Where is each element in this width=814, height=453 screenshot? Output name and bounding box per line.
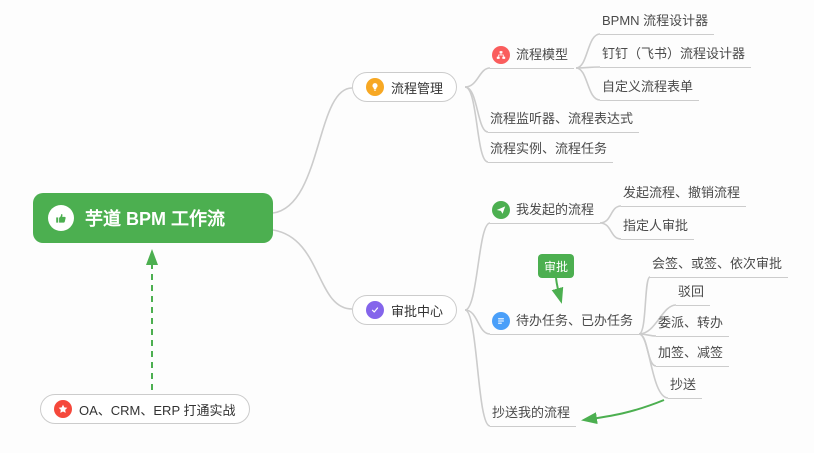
approval-check-icon [366,301,384,319]
node-cc[interactable]: 抄送 [668,376,703,399]
lightbulb-icon [366,78,384,96]
approval-arrow [551,277,564,304]
node-add-remove-sign[interactable]: 加签、减签 [656,344,730,367]
star-icon [54,400,72,418]
node-delegate-transfer[interactable]: 委派、转办 [656,314,730,337]
node-initiate-cancel[interactable]: 发起流程、撤销流程 [621,184,747,207]
node-todo-done[interactable]: 待办任务、已办任务 [490,312,640,335]
approval-badge: 审批 [538,254,574,278]
node-assignee-approval[interactable]: 指定人审批 [621,217,695,240]
node-label: 流程模型 [516,47,569,62]
node-label: 流程管理 [391,80,444,96]
node-bpmn-designer[interactable]: BPMN 流程设计器 [600,12,715,35]
node-reject[interactable]: 驳回 [676,283,711,306]
root-label: 芋道 BPM 工作流 [85,209,226,229]
node-instance-task[interactable]: 流程实例、流程任务 [488,140,614,163]
root-node[interactable]: 芋道 BPM 工作流 [33,193,273,243]
node-integration[interactable]: OA、CRM、ERP 打通实战 [40,394,250,424]
node-approval-center[interactable]: 审批中心 [352,295,458,325]
node-countersign[interactable]: 会签、或签、依次审批 [650,255,789,278]
node-my-initiated[interactable]: 我发起的流程 [490,201,601,224]
node-label: 待办任务、已办任务 [516,313,634,328]
flow-model-icon [492,46,510,64]
node-process-model[interactable]: 流程模型 [490,46,575,69]
task-list-icon [492,312,510,330]
node-dingtalk-designer[interactable]: 钉钉（飞书）流程设计器 [600,45,752,68]
node-process-management[interactable]: 流程管理 [352,72,458,102]
node-label: 我发起的流程 [516,202,595,217]
send-icon [492,201,510,219]
node-cc-my-process[interactable]: 抄送我的流程 [490,404,577,427]
node-custom-form[interactable]: 自定义流程表单 [600,78,700,101]
cc-arrow [581,399,665,425]
node-label: OA、CRM、ERP 打通实战 [79,402,236,418]
thumbs-up-icon [48,205,74,231]
node-label: 审批中心 [391,303,444,319]
node-listener-expression[interactable]: 流程监听器、流程表达式 [488,110,640,133]
